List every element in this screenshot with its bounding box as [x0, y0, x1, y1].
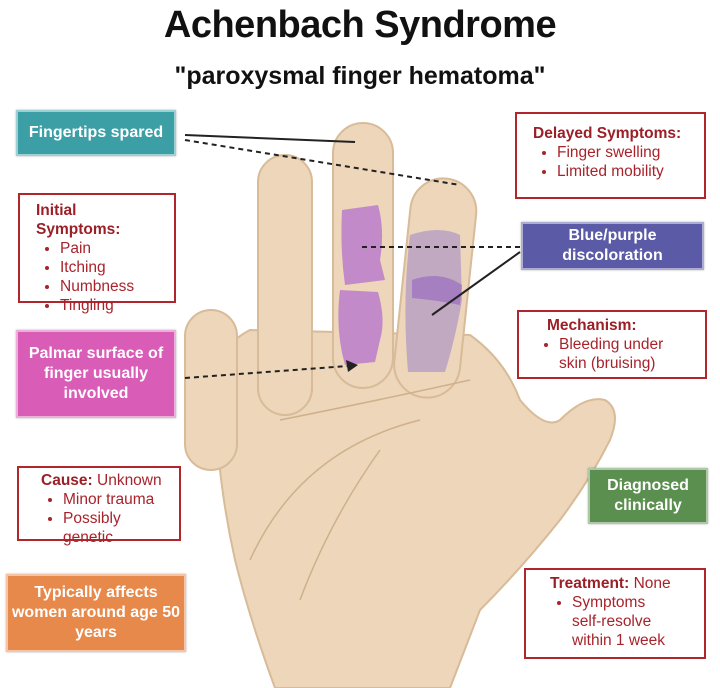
diagnosed-label: Diagnosed clinically: [588, 468, 708, 524]
list-item: Tingling: [60, 296, 164, 315]
delayed-symptoms-heading: Delayed Symptoms:: [533, 125, 682, 142]
treatment-value: None: [633, 575, 671, 592]
initial-symptoms-heading: Initial Symptoms:: [36, 202, 121, 238]
treatment-box: Treatment: None Symptoms self-resolve wi…: [524, 568, 706, 659]
discoloration-solid-line: [431, 251, 521, 316]
ring-finger: [257, 154, 313, 416]
age-label: Typically affects women around age 50 ye…: [6, 574, 186, 652]
fingertips-solid-line: [184, 134, 356, 143]
palm: [213, 328, 616, 688]
treatment-heading: Treatment:: [550, 575, 630, 592]
discoloration-label: Blue/purple discoloration: [521, 222, 704, 270]
cause-heading: Cause:: [41, 472, 93, 489]
list-item: Numbness: [60, 277, 164, 296]
mechanism-box: Mechanism: Bleeding under skin (bruising…: [517, 310, 707, 379]
mechanism-heading: Mechanism:: [547, 317, 637, 334]
diagram-title: Achenbach Syndrome: [163, 4, 557, 46]
list-item: Itching: [60, 258, 164, 277]
delayed-symptoms-box: Delayed Symptoms: Finger swelling Limite…: [515, 112, 706, 199]
arrowhead-icon: [346, 360, 358, 372]
list-item: Limited mobility: [557, 162, 694, 181]
cause-box: Cause: Unknown Minor trauma Possibly gen…: [17, 466, 181, 546]
list-item: Bleeding under skin (bruising): [559, 335, 679, 373]
cause-value: Unknown: [97, 472, 162, 489]
list-item: Possibly genetic: [63, 509, 133, 547]
list-item: Pain: [60, 239, 164, 258]
bruise-index: [405, 230, 462, 372]
list-item: Minor trauma: [63, 490, 169, 509]
palmar-dashed-arrow: [184, 365, 349, 379]
list-item: Finger swelling: [557, 143, 694, 162]
initial-symptoms-box: Initial Symptoms: Pain Itching Numbness …: [18, 193, 176, 314]
fingertips-spared-label: Fingertips spared: [16, 110, 176, 156]
diagram-subtitle: "paroxysmal finger hematoma": [174, 62, 546, 90]
list-item: Symptoms self-resolve within 1 week: [572, 593, 672, 650]
bruise-middle: [338, 205, 385, 365]
palmar-surface-label: Palmar surface of finger usually involve…: [16, 330, 176, 418]
fingertips-dashed-line: [184, 139, 461, 186]
pinky-finger: [184, 309, 238, 471]
